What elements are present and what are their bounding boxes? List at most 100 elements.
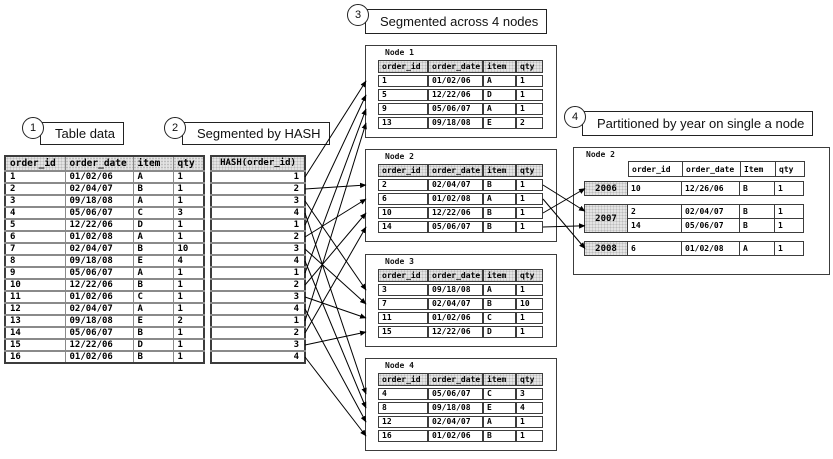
cell: 4: [210, 254, 306, 268]
cell: 3: [210, 290, 306, 304]
cell: 2: [516, 117, 543, 129]
cell: D: [483, 89, 516, 101]
cell: 1: [4, 170, 66, 184]
flow-arrow: [304, 226, 367, 334]
cell: 1: [172, 302, 205, 316]
cell: A: [483, 416, 516, 428]
cell: 10: [172, 242, 205, 256]
column-header: qty: [516, 269, 543, 282]
callout-3-label: Segmented across 4 nodes: [365, 9, 548, 34]
column-header: item: [483, 269, 516, 282]
cell: 2: [378, 179, 428, 191]
cell: 1: [774, 241, 804, 256]
cell: 09/18/08: [64, 314, 134, 328]
cell: 2: [210, 230, 306, 244]
table-row: 1: [210, 218, 306, 232]
flow-arrow: [304, 212, 367, 286]
cell: 1: [172, 230, 205, 244]
cell: 1: [774, 218, 804, 233]
table-row: 3: [210, 338, 306, 352]
cell: 13: [4, 314, 66, 328]
cell: 14: [4, 326, 66, 340]
cell: 2: [210, 326, 306, 340]
cell: 02/04/07: [681, 204, 740, 219]
cell: 1: [378, 75, 428, 87]
partition-box-title: Node 2: [586, 150, 615, 159]
cell: 02/04/07: [64, 302, 134, 316]
cell: B: [739, 181, 775, 196]
cell: 6: [4, 230, 66, 244]
header-row: HASH(order_id): [210, 155, 306, 172]
cell: 1: [516, 89, 543, 101]
cell: C: [483, 312, 516, 324]
cell: 12/22/06: [428, 326, 483, 338]
flow-arrow: [304, 356, 367, 437]
cell: 4: [210, 302, 306, 316]
cell: 12/22/06: [64, 218, 134, 232]
cell: 16: [378, 430, 428, 442]
table-row: 1: [210, 170, 306, 184]
cell: B: [132, 278, 174, 292]
table-row: 4: [210, 350, 306, 364]
column-header: item: [483, 60, 516, 73]
table-row: 4: [210, 302, 306, 316]
cell: 1: [210, 314, 306, 328]
cell: 01/02/06: [428, 75, 483, 87]
cell: 02/04/07: [64, 182, 134, 196]
cell: 02/04/07: [64, 242, 134, 256]
cell: A: [483, 193, 516, 205]
cell: 1: [516, 179, 543, 191]
node-2-title: Node 2: [385, 152, 414, 161]
column-header: order_date: [428, 373, 483, 386]
cell: 1: [516, 207, 543, 219]
table-row: 2: [210, 326, 306, 340]
cell: 4: [172, 254, 205, 268]
cell: 8: [4, 254, 66, 268]
table-row: 1: [210, 314, 306, 328]
cell: 15: [378, 326, 428, 338]
flow-arrow: [304, 182, 367, 190]
cell: 02/04/07: [428, 179, 483, 191]
cell: A: [483, 75, 516, 87]
column-header: item: [132, 155, 174, 172]
cell: 4: [210, 206, 306, 220]
flow-arrow: [304, 212, 367, 395]
flow-arrow: [304, 330, 367, 346]
table-row: 2: [210, 182, 306, 196]
cell: A: [132, 266, 174, 280]
cell: E: [132, 314, 174, 328]
cell: 3: [378, 284, 428, 296]
cell: 01/02/08: [681, 241, 740, 256]
